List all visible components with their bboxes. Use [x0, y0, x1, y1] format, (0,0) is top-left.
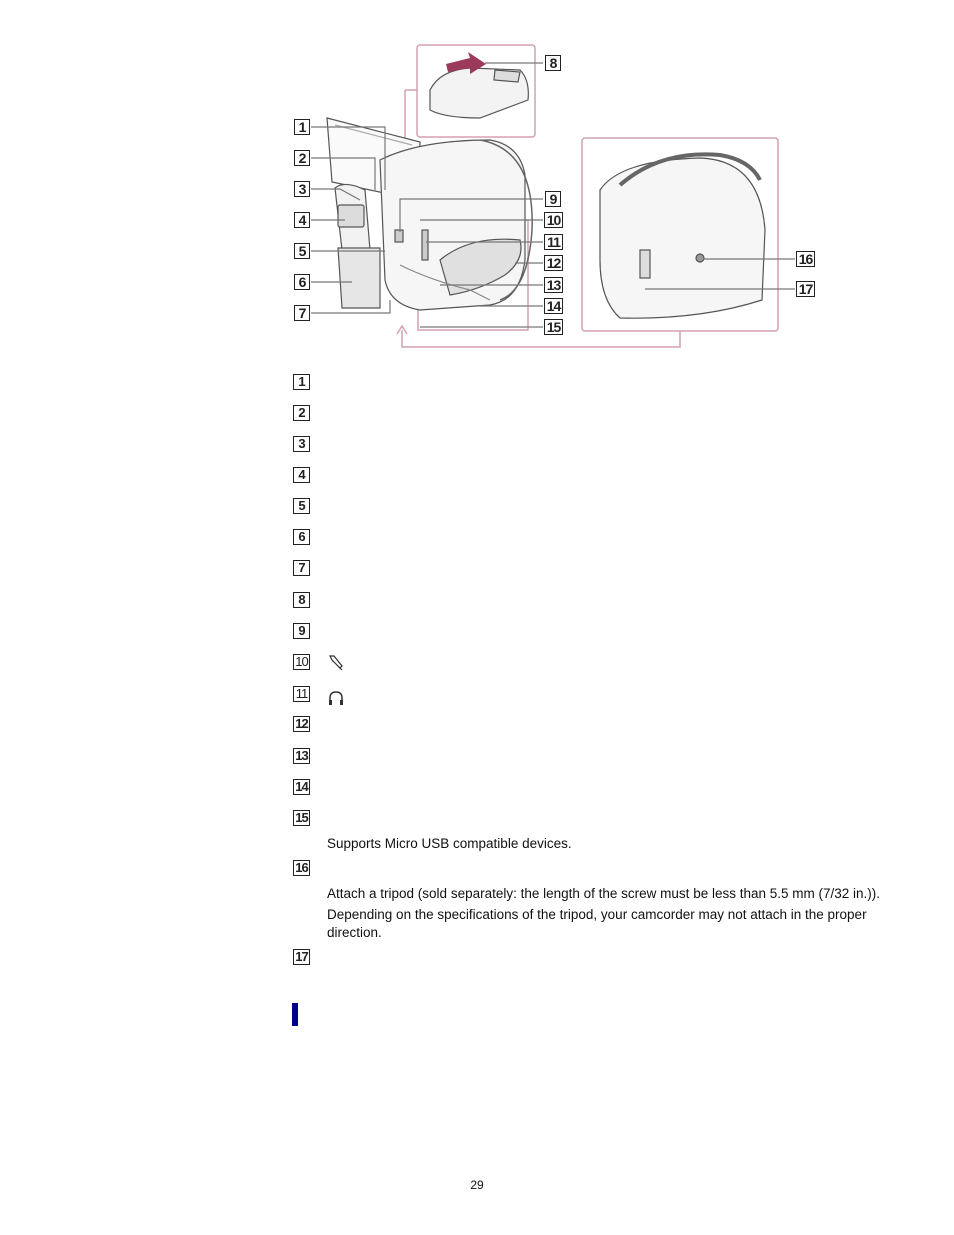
figure-callout-5: 5 — [294, 243, 310, 259]
list-number-4: 4 — [293, 467, 310, 483]
figure-callout-1: 1 — [294, 119, 310, 135]
list-number-5: 5 — [293, 498, 310, 514]
list-number-12: 12 — [293, 716, 310, 732]
figure-callout-4: 4 — [294, 212, 310, 228]
item-16-description-line2: Depending on the specifications of the t… — [327, 907, 867, 940]
list-number-3: 3 — [293, 436, 310, 452]
microphone-icon — [327, 653, 345, 674]
figure-callout-15: 15 — [544, 319, 563, 335]
figure-callout-9: 9 — [545, 191, 561, 207]
figure-callout-16: 16 — [796, 251, 815, 267]
figure-callout-7: 7 — [294, 305, 310, 321]
figure-callout-3: 3 — [294, 181, 310, 197]
figure-callout-12: 12 — [544, 255, 563, 271]
figure-callout-11: 11 — [544, 234, 563, 250]
list-number-6: 6 — [293, 529, 310, 545]
figure-callout-14: 14 — [544, 298, 563, 314]
figure-callout-13: 13 — [544, 277, 563, 293]
list-number-16: 16 — [293, 860, 310, 876]
item-15-description: Supports Micro USB compatible devices. — [327, 836, 572, 851]
figure-callout-8: 8 — [545, 55, 561, 71]
figure-callout-10: 10 — [544, 212, 563, 228]
camcorder-figure — [311, 44, 795, 348]
list-number-10: 10 — [293, 654, 310, 670]
list-number-1: 1 — [293, 374, 310, 390]
list-number-17: 17 — [293, 949, 310, 965]
list-number-2: 2 — [293, 405, 310, 421]
figure-callout-17: 17 — [796, 281, 815, 297]
list-number-9: 9 — [293, 623, 310, 639]
list-number-14: 14 — [293, 779, 310, 795]
item-16-description-line1: Attach a tripod (sold separately: the le… — [327, 886, 881, 901]
figure-callout-6: 6 — [294, 274, 310, 290]
headphones-icon — [327, 690, 345, 709]
list-number-13: 13 — [293, 748, 310, 764]
list-number-15: 15 — [293, 810, 310, 826]
list-number-11: 11 — [293, 686, 310, 702]
page-number: 29 — [470, 1178, 484, 1192]
section-marker — [292, 1003, 298, 1026]
list-number-7: 7 — [293, 560, 310, 576]
figure-callout-2: 2 — [294, 150, 310, 166]
list-number-8: 8 — [293, 592, 310, 608]
